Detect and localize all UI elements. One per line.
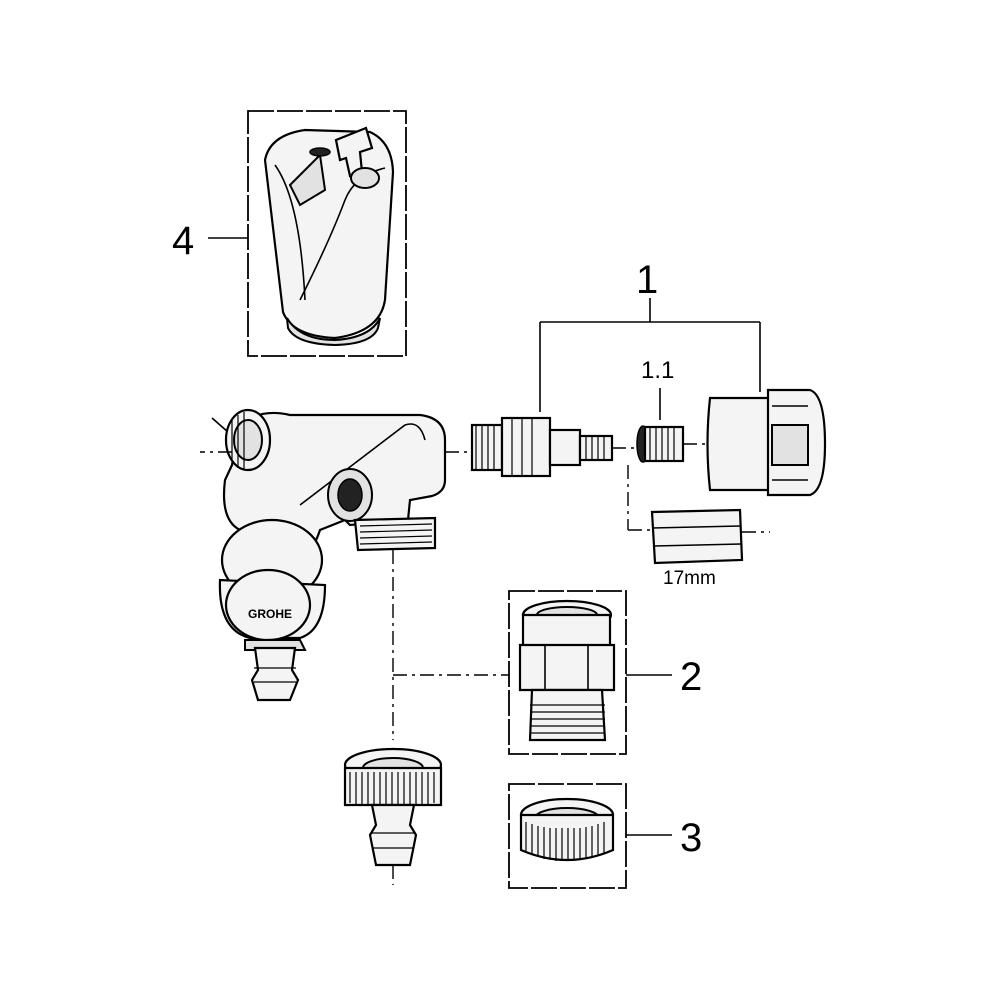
part-1-bracket: 1 1.1 bbox=[539, 258, 761, 420]
logo-text: GROHE bbox=[248, 607, 292, 621]
callout-4: 4 bbox=[172, 219, 194, 263]
callout-2: 2 bbox=[680, 655, 702, 699]
adapter-fitting bbox=[518, 599, 616, 742]
wrench-size-label: 17mm bbox=[663, 568, 716, 589]
filter-screen bbox=[612, 425, 708, 531]
hose-connector bbox=[343, 747, 443, 885]
hex-spacer-17mm: 17mm bbox=[650, 508, 770, 589]
valve-body: GROHE bbox=[200, 408, 447, 702]
adapter-box: 2 bbox=[392, 550, 702, 755]
ring-box: 3 bbox=[508, 783, 702, 889]
cover-nut bbox=[706, 388, 827, 497]
callout-1-1: 1.1 bbox=[641, 357, 674, 384]
callout-1: 1 bbox=[636, 258, 658, 302]
handle-cap bbox=[263, 126, 395, 347]
ring-nut bbox=[519, 797, 615, 862]
handle-box: 4 bbox=[172, 110, 407, 357]
callout-3: 3 bbox=[680, 816, 702, 860]
valve-cartridge bbox=[445, 416, 614, 478]
